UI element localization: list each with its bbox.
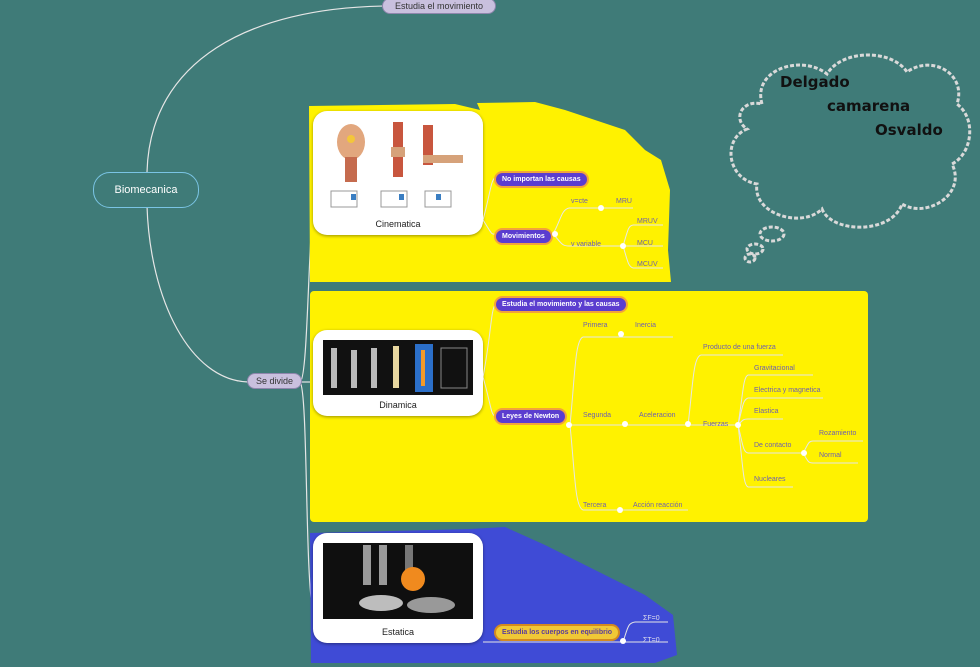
producto-label: Producto de una fuerza [703,344,776,351]
estatica-card[interactable]: Estatica [313,533,483,643]
cinematica-card[interactable]: Cinematica [313,111,483,235]
leyes-dot [566,422,572,428]
primera-label: Primera [583,322,608,329]
mruv-label: MRUV [637,218,658,225]
primera-dot [618,331,624,337]
eq-sum-f: ΣF=0 [643,615,660,622]
segunda-label: Segunda [583,412,612,419]
aceleracion-dot [685,421,691,427]
v-variable-dot [620,243,626,249]
estudia-causas-node[interactable]: Estudia el movimiento y las causas [494,296,628,313]
estatica-title: Estatica [381,627,414,637]
aceleracion-label: Aceleracion [639,412,676,419]
dinamica-illustration [323,340,473,395]
elastica-label: Elastica [754,408,779,415]
thought-cloud [729,53,972,264]
no-importan-causas-node[interactable]: No importan las causas [494,171,589,188]
equilibrio-node[interactable]: Estudia los cuerpos en equilibrio [494,624,621,641]
estatica-illustration [323,543,473,619]
equilibrio-dot [620,638,626,644]
inercia-label: Inercia [635,322,657,329]
mcuv-label: MCUV [637,261,658,268]
leyes-newton-node[interactable]: Leyes de Newton [494,408,568,425]
cinematica-illustration [330,122,463,208]
mcu-label: MCU [637,240,653,247]
cloud-name-3: Osvaldo [875,121,943,139]
gravitacional-label: Gravitacional [754,365,795,372]
contacto-dot [801,450,807,456]
se-divide-node[interactable]: Se divide [247,373,303,389]
cloud-name-1: Delgado [780,73,850,91]
movimientos-dot [552,231,558,237]
tercera-label: Tercera [583,502,607,509]
nucleares-label: Nucleares [754,476,786,483]
accion-reaccion-label: Acción reacción [633,502,683,509]
cloud-name-2: camarena [827,97,911,115]
movimientos-node[interactable]: Movimientos [494,228,553,245]
tercera-dot [617,507,623,513]
v-cte-label: v=cte [571,198,588,205]
dinamica-card[interactable]: Dinamica [313,330,483,416]
estudia-movimiento-node[interactable]: Estudia el movimiento [382,0,496,14]
cinematica-title: Cinematica [375,219,421,229]
electrica-label: Electrica y magnetica [754,387,821,394]
root-node[interactable]: Biomecanica [93,172,199,208]
eq-sum-t: ΣT=0 [643,637,660,644]
mru-label: MRU [616,198,632,205]
v-cte-dot [598,205,604,211]
normal-label: Normal [819,452,842,459]
dinamica-title: Dinamica [379,400,417,410]
segunda-dot [622,421,628,427]
fuerzas-dot [735,422,741,428]
de-contacto-label: De contacto [754,442,792,449]
v-variable-label: v variable [571,241,601,248]
fuerzas-label: Fuerzas [703,421,729,428]
rozamiento-label: Rozamiento [819,430,857,437]
estatica-lines [483,621,668,643]
